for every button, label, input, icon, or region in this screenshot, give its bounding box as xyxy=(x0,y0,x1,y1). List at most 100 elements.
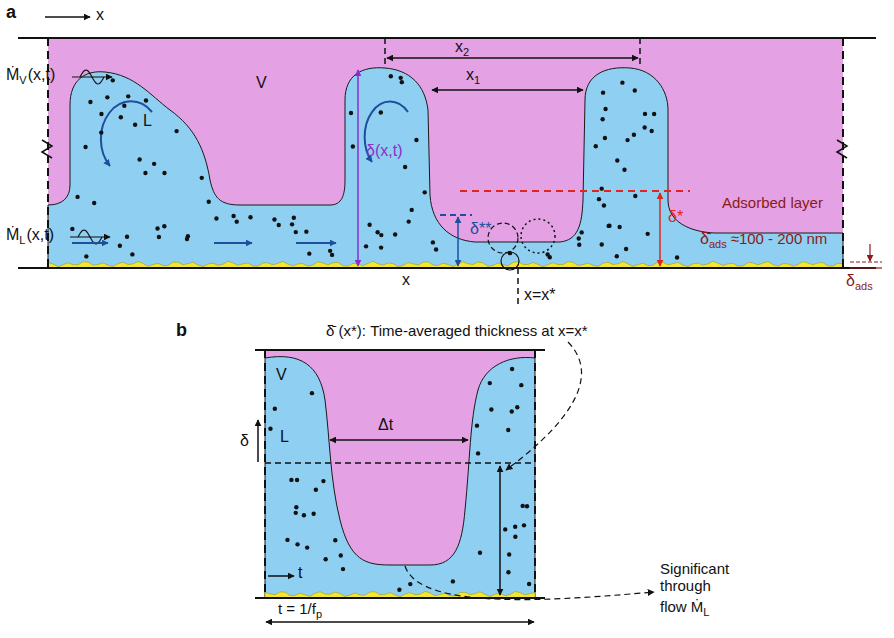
particle-dot xyxy=(294,230,298,234)
particle-dot xyxy=(137,157,141,161)
particle-dot xyxy=(285,538,289,542)
particle-dot xyxy=(515,405,519,409)
threshold-arrow xyxy=(659,193,661,266)
particle-dot xyxy=(620,80,624,84)
label-text: Ṁ xyxy=(6,66,19,84)
label-text: x xyxy=(466,66,474,84)
label-text: a xyxy=(6,2,16,23)
average-thickness-line xyxy=(265,462,535,464)
particle-dot xyxy=(157,235,161,239)
particle-dot xyxy=(643,112,647,116)
particle-dot xyxy=(321,479,325,483)
label-text: t = 1/f xyxy=(278,600,316,617)
bubble-circle xyxy=(521,219,555,253)
label-text: x xyxy=(96,6,104,24)
particle-dot xyxy=(364,244,368,248)
particle-dot xyxy=(341,567,345,571)
period-arrow xyxy=(266,621,534,623)
particle-dot xyxy=(510,409,514,413)
label-text: Adsorbed layer xyxy=(722,194,823,211)
particle-dot xyxy=(408,582,412,586)
flow-arrow xyxy=(72,242,108,244)
label-text: V xyxy=(256,74,267,92)
particle-dot xyxy=(675,255,679,259)
particle-dot xyxy=(111,78,115,82)
particle-dot xyxy=(632,133,636,137)
circulation-arrow xyxy=(101,101,152,166)
label-text: flow Ṁ xyxy=(660,598,703,615)
vapour-region xyxy=(265,350,535,598)
particle-dot xyxy=(304,229,308,233)
flow-arrow xyxy=(296,242,336,244)
particle-dot xyxy=(513,534,517,538)
particle-dot xyxy=(577,236,581,240)
particle-dot xyxy=(349,111,353,115)
particle-dot xyxy=(162,224,166,228)
particle-dot xyxy=(624,247,628,251)
particle-dot xyxy=(507,552,511,556)
label-text: t xyxy=(298,564,302,582)
subscript: L xyxy=(703,606,709,619)
label-text: b xyxy=(176,320,187,341)
particle-dot xyxy=(397,588,401,592)
particle-dot xyxy=(200,176,204,180)
particle-dot xyxy=(367,223,371,227)
particle-dot xyxy=(652,112,656,116)
subscript: ads xyxy=(855,280,873,293)
particle-dot xyxy=(633,194,637,198)
particle-dot xyxy=(403,165,407,169)
particle-dot xyxy=(389,74,393,78)
subscript: ads xyxy=(709,238,727,251)
duration-arrow xyxy=(330,439,468,441)
particle-dot xyxy=(294,511,298,515)
particle-dot xyxy=(290,222,294,226)
break-mark xyxy=(42,140,52,158)
x-direction-arrow xyxy=(45,16,90,18)
particle-dot xyxy=(294,505,298,509)
particle-dot xyxy=(273,407,277,411)
particle-dot xyxy=(545,252,549,256)
particle-dot xyxy=(602,203,606,207)
particle-dot xyxy=(310,391,314,395)
particle-dot xyxy=(333,538,337,542)
circulation-arrow xyxy=(365,102,408,162)
time-window-edge xyxy=(255,597,545,599)
particle-dot xyxy=(323,557,327,561)
particle-dot xyxy=(83,145,87,149)
label-text: (x,t) xyxy=(28,66,56,84)
threshold-line xyxy=(460,190,690,192)
particle-dot xyxy=(603,107,607,111)
particle-dot xyxy=(185,237,189,241)
particle-dot xyxy=(506,570,510,574)
particle-dot xyxy=(476,451,480,455)
liquid-film xyxy=(48,68,843,268)
particle-dot xyxy=(503,527,507,531)
particle-dot xyxy=(305,545,309,549)
particle-dot xyxy=(579,230,583,234)
particle-dot xyxy=(478,551,482,555)
leader-line xyxy=(506,342,582,470)
subscript: 2 xyxy=(463,46,469,59)
particle-dot xyxy=(489,407,493,411)
label-text: ≈100 - 200 nm xyxy=(731,230,828,247)
particle-dot xyxy=(601,90,605,94)
label-text: δ* xyxy=(668,208,683,226)
label-text: δ̄ (x*): Time-averaged thickness at x=x* xyxy=(326,322,588,339)
particle-dot xyxy=(525,504,529,508)
particle-dot xyxy=(105,95,109,99)
particle-dot xyxy=(75,195,79,199)
average-thickness-arrow xyxy=(499,466,501,595)
adsorbed-layer xyxy=(48,261,843,268)
particle-dot xyxy=(375,230,379,234)
particle-dot xyxy=(594,144,598,148)
threshold-line xyxy=(440,214,472,216)
particle-dot xyxy=(277,223,281,227)
particle-dot xyxy=(488,381,492,385)
particle-dot xyxy=(597,197,601,201)
label-text: Ṁ xyxy=(6,226,19,244)
particle-dot xyxy=(311,512,315,516)
particle-dot xyxy=(519,383,523,387)
dimension-guide xyxy=(384,38,386,66)
periodic-boundary xyxy=(842,38,844,268)
